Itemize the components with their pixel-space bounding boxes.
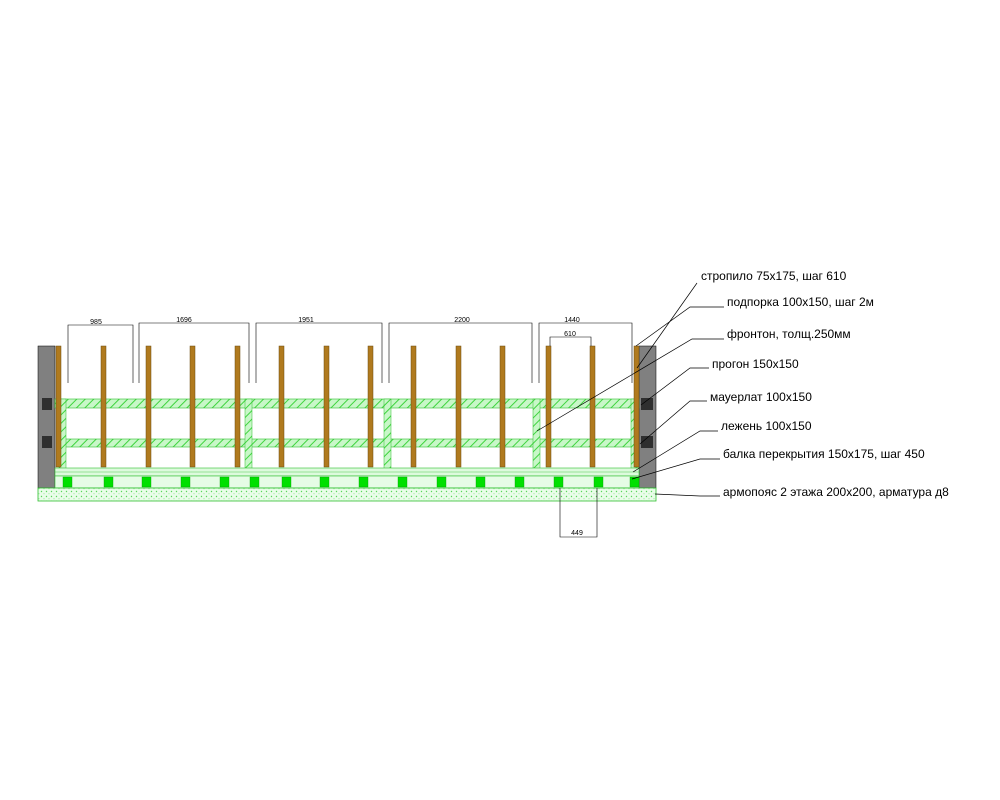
rafter-10 <box>455 345 462 468</box>
dimension-1440-text: 1440 <box>564 317 580 324</box>
joist-section-7 <box>281 476 292 488</box>
joist-section-1 <box>62 476 73 488</box>
bottom-dimension: 449 <box>559 488 598 538</box>
joist-section-9 <box>358 476 369 488</box>
label-ceiling-joist: балка перекрытия 150х175, шаг 450 <box>723 447 925 461</box>
rafter-13 <box>589 345 596 468</box>
label-gable: фронтон, толщ.250мм <box>727 327 851 341</box>
top-dimensions: 985 1696 1951 2200 1440 610 <box>67 317 633 383</box>
rafter-9 <box>410 345 417 468</box>
rafter-5 <box>234 345 241 468</box>
dimension-985: 985 <box>67 319 134 383</box>
dimension-610: 610 <box>549 331 592 346</box>
rafter-1 <box>55 345 62 468</box>
joist-section-2 <box>103 476 114 488</box>
reinforced-belt <box>37 487 657 502</box>
dimension-1440: 1440 <box>538 317 633 383</box>
label-reinforced-belt: армопояс 2 этажа 200х200, арматура д8 <box>723 485 949 499</box>
rafter-2 <box>100 345 107 468</box>
dimension-1696-text: 1696 <box>176 317 192 324</box>
rafters <box>55 345 640 468</box>
dimension-1696: 1696 <box>138 317 250 383</box>
joist-section-6 <box>249 476 260 488</box>
dimension-985-text: 985 <box>90 319 102 326</box>
rafter-11 <box>499 345 506 468</box>
label-rafter: стропило 75х175, шаг 610 <box>701 269 847 283</box>
dimension-2200-text: 2200 <box>454 317 470 324</box>
joist-section-16 <box>629 476 640 488</box>
rafter-12 <box>545 345 552 468</box>
callout-labels: стропило 75х175, шаг 610 подпорка 100х15… <box>701 269 949 499</box>
joist-row <box>54 475 640 489</box>
dimension-1951-text: 1951 <box>298 317 314 324</box>
joist-section-13 <box>514 476 525 488</box>
joist-section-4 <box>180 476 191 488</box>
joist-section-11 <box>436 476 447 488</box>
rafter-6 <box>278 345 285 468</box>
rafter-4 <box>189 345 196 468</box>
joist-section-14 <box>553 476 564 488</box>
dimension-449-text: 449 <box>571 530 583 537</box>
rafter-3 <box>145 345 152 468</box>
purlin-beam <box>54 398 640 409</box>
joist-section-12 <box>475 476 486 488</box>
joist-section-5 <box>219 476 230 488</box>
leader-lines <box>536 282 724 497</box>
ceiling-joist-band <box>54 467 640 477</box>
rafter-14 <box>633 345 640 468</box>
joist-section-10 <box>397 476 408 488</box>
dimension-1951: 1951 <box>255 317 383 383</box>
joist-section-3 <box>141 476 152 488</box>
dimension-610-text: 610 <box>564 331 576 338</box>
dimension-2200: 2200 <box>388 317 533 383</box>
label-mauerlat: мауерлат 100х150 <box>710 390 812 404</box>
label-strut: подпорка 100х150, шаг 2м <box>727 295 874 309</box>
rafter-8 <box>367 345 374 468</box>
label-lezhen: лежень 100х150 <box>721 419 812 433</box>
rafter-7 <box>323 345 330 468</box>
label-purlin: прогон 150х150 <box>712 357 799 371</box>
joist-section-15 <box>593 476 604 488</box>
joist-section-8 <box>319 476 330 488</box>
left-wall <box>37 345 56 489</box>
right-wall <box>638 345 657 489</box>
